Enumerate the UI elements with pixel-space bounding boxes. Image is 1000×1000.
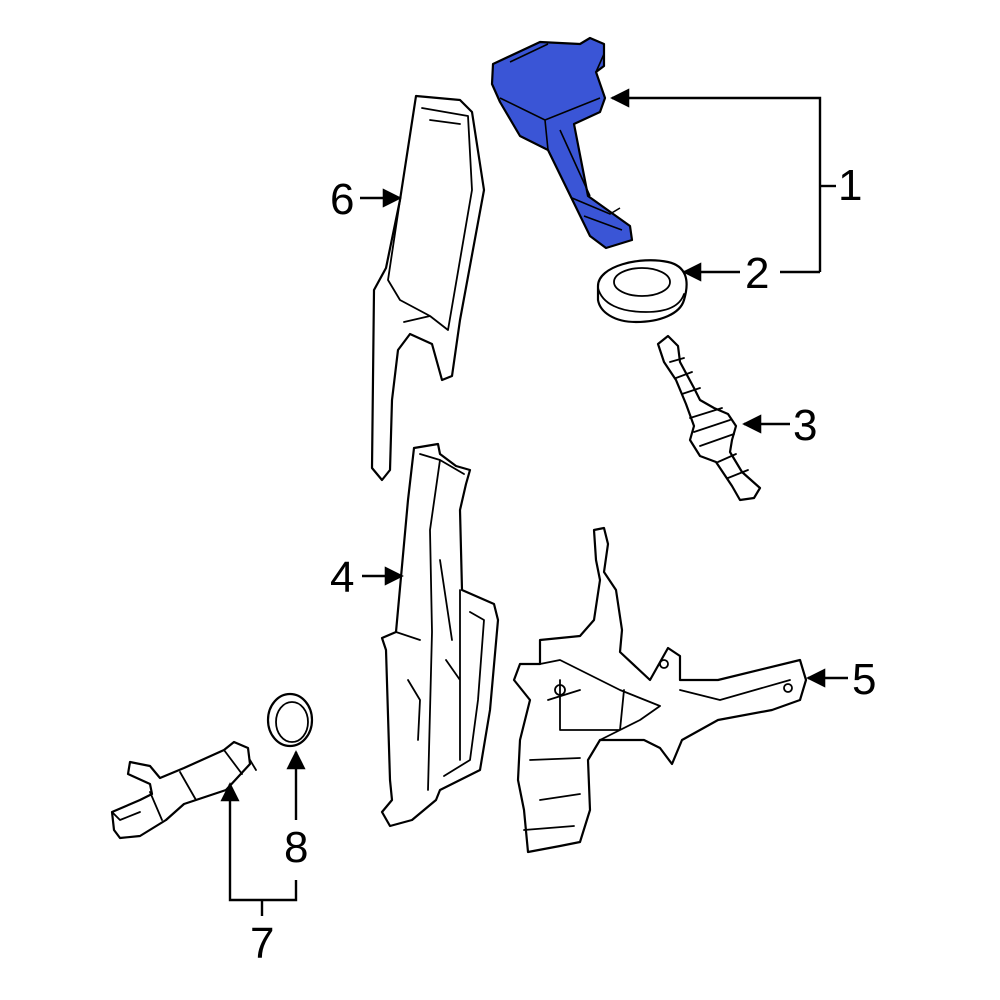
mount-bracket[interactable]: [512, 526, 808, 854]
spark-plug[interactable]: [656, 334, 762, 502]
ignition-coil[interactable]: [490, 36, 634, 250]
coil-seal[interactable]: [596, 259, 688, 324]
callout-6: 6: [330, 175, 354, 224]
callout-4: 4: [330, 553, 354, 602]
callout-7: 7: [250, 919, 274, 968]
engine-cover[interactable]: [370, 94, 486, 482]
sensor[interactable]: [110, 740, 257, 840]
o-ring[interactable]: [266, 692, 314, 748]
callout-8: 8: [284, 823, 308, 872]
leader-lines: [220, 88, 848, 916]
callout-3: 3: [793, 401, 817, 450]
bracket[interactable]: [380, 442, 500, 828]
callout-2: 2: [745, 249, 769, 298]
callout-5: 5: [852, 655, 876, 704]
callout-1: 1: [838, 161, 862, 210]
